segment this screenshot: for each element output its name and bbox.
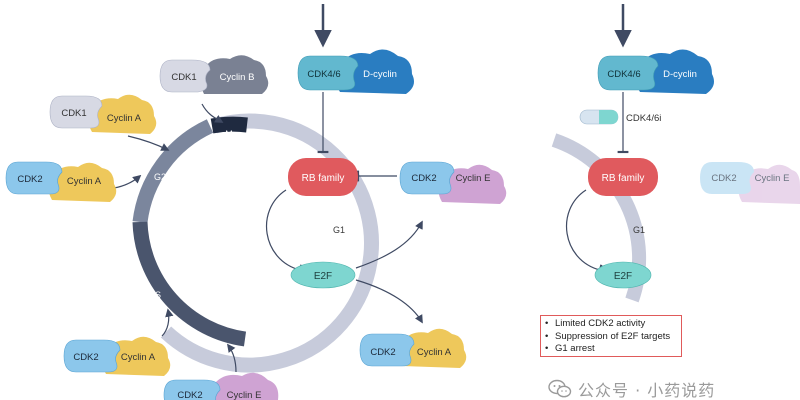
e2f-node-right: E2F	[594, 261, 652, 289]
cdk2-shape	[63, 339, 121, 373]
ring-g1-arc	[160, 113, 379, 373]
cyclin-e-shape	[209, 372, 279, 400]
cyclin-e-shape	[438, 164, 507, 204]
cyclin-e-label: Cyclin E	[227, 390, 262, 400]
effect-item: • Limited CDK2 activity	[545, 318, 677, 331]
cdk2-label: CDK2	[370, 347, 395, 358]
cyclin-a-shape	[88, 94, 157, 134]
cyclin-b-label: Cyclin B	[220, 72, 255, 83]
effect-item: • G1 arrest	[545, 343, 677, 356]
cdk2-label: CDK2	[17, 174, 42, 185]
cdk46-inhibitor: CDK4/6i	[579, 109, 661, 125]
cdk2a-to-s	[161, 308, 174, 337]
rb-family-label: RB family	[602, 173, 645, 184]
e2f-to-cyclin-a	[355, 279, 423, 324]
cyclin-b-shape	[200, 55, 269, 94]
rb-family-node: RB family	[288, 158, 358, 196]
cyclin-e-shape	[738, 164, 800, 204]
cyclin-a-shape	[398, 328, 467, 368]
cdk2-label: CDK2	[177, 390, 202, 400]
complex-cdk2-cyclin-e-g1: CDK2 Cyclin E	[399, 161, 507, 204]
phase-label-s: S	[155, 290, 161, 300]
e2f-shape	[594, 261, 652, 289]
rb-right-inhibits-e2f	[565, 189, 603, 276]
complex-cdk46-d-cyclin: CDK4/6 D-cyclin	[297, 49, 414, 94]
complex-cdk1-cyclin-b: CDK1 Cyclin B	[159, 55, 269, 94]
e2f-label: E2F	[614, 271, 632, 282]
cyclin-a-label: Cyclin A	[121, 352, 156, 363]
cyclin-a-label: Cyclin A	[107, 113, 142, 124]
effect-text: Limited CDK2 activity	[555, 318, 646, 329]
pill-half-icon	[599, 110, 618, 124]
rb-inhibits-e2f	[265, 189, 303, 276]
cdk2a-to-g2	[113, 174, 142, 189]
cell-cycle-ring	[132, 113, 379, 373]
effect-item: • Suppression of E2F targets	[545, 331, 677, 344]
complex-cdk2-cyclin-e-right	[700, 162, 800, 204]
cdk2-label: CDK2	[73, 352, 98, 363]
complex-cdk46-d-cyclin-right: CDK4/6 D-cyclin	[597, 49, 714, 94]
watermark: 公众号 · 小药说药	[548, 378, 798, 400]
cdk1a-to-g2	[127, 135, 170, 151]
bullet-icon: •	[545, 318, 549, 329]
d-cyclin-label: D-cyclin	[663, 69, 697, 80]
cdk2-shape	[700, 162, 754, 194]
cdk2-label-right: CDK2	[711, 173, 736, 184]
phase-label-g1-right: G1	[633, 225, 645, 235]
cdk46-shape	[597, 55, 659, 91]
e2f-label: E2F	[314, 271, 332, 282]
watermark-text: 公众号 · 小药说药	[578, 381, 716, 400]
complex-cdk2-cyclin-a-g2: CDK2 Cyclin A	[5, 161, 117, 202]
cdk46-label: CDK4/6	[307, 69, 340, 80]
rb-family-shape	[588, 158, 658, 196]
phase-label-g1: G1	[333, 225, 345, 235]
cdk2e-to-s	[226, 343, 237, 373]
e2f-to-cyclin-e	[355, 220, 423, 269]
complex-cdk1-cyclin-a: CDK1 Cyclin A	[49, 94, 157, 134]
cdk46-shape	[297, 55, 359, 91]
cdk1-shape	[159, 59, 211, 93]
ring-g2-arc	[132, 119, 214, 224]
bullet-icon: •	[545, 330, 549, 342]
rb-family-node-right: RB family	[588, 158, 658, 196]
rb-family-label: RB family	[302, 173, 345, 184]
rb-family-shape	[288, 158, 358, 196]
cyclin-a-label: Cyclin A	[67, 176, 102, 187]
cdk1-label: CDK1	[171, 72, 196, 83]
cyclin-e-label-right: Cyclin E	[755, 173, 790, 184]
complex-cdk2-cyclin-a-s: CDK2 Cyclin A	[63, 336, 171, 376]
bullet-icon: •	[545, 343, 549, 354]
complex-cdk2-cyclin-e-s: CDK2 Cyclin E	[163, 372, 279, 400]
cdk46i-label: CDK4/6i	[626, 113, 661, 124]
e2f-shape	[290, 261, 356, 289]
cdk2-shape	[359, 333, 415, 367]
effect-text: G1 arrest	[555, 343, 595, 354]
cdk2-shape	[163, 379, 221, 400]
cdk1-shape	[49, 95, 103, 129]
arrows	[113, 4, 632, 373]
ring-s-arc	[132, 221, 247, 347]
cyclin-e-label: Cyclin E	[456, 173, 491, 184]
effect-text: Suppression of E2F targets	[555, 330, 671, 342]
phase-label-g2: G2	[154, 172, 166, 182]
phase-label-m: M	[225, 129, 233, 139]
cdk46-label: CDK4/6	[607, 69, 640, 80]
cdk1-label: CDK1	[61, 108, 86, 119]
complex-cdk2-cyclin-a-out: CDK2 Cyclin A	[359, 328, 467, 368]
wechat-icon	[548, 379, 572, 398]
ring-m-arc	[210, 116, 248, 134]
cyclin-a-label: Cyclin A	[417, 347, 452, 358]
cdk1b-to-m	[201, 103, 224, 123]
cdk2-shape	[5, 161, 63, 195]
d-cyclin-label: D-cyclin	[363, 69, 397, 80]
cyclin-a-shape	[48, 162, 117, 202]
cdk2-shape	[399, 161, 455, 195]
effects-box: • Limited CDK2 activity • Suppression of E…	[540, 315, 682, 357]
cdk2-label: CDK2	[411, 173, 436, 184]
e2f-node: E2F	[290, 261, 356, 289]
